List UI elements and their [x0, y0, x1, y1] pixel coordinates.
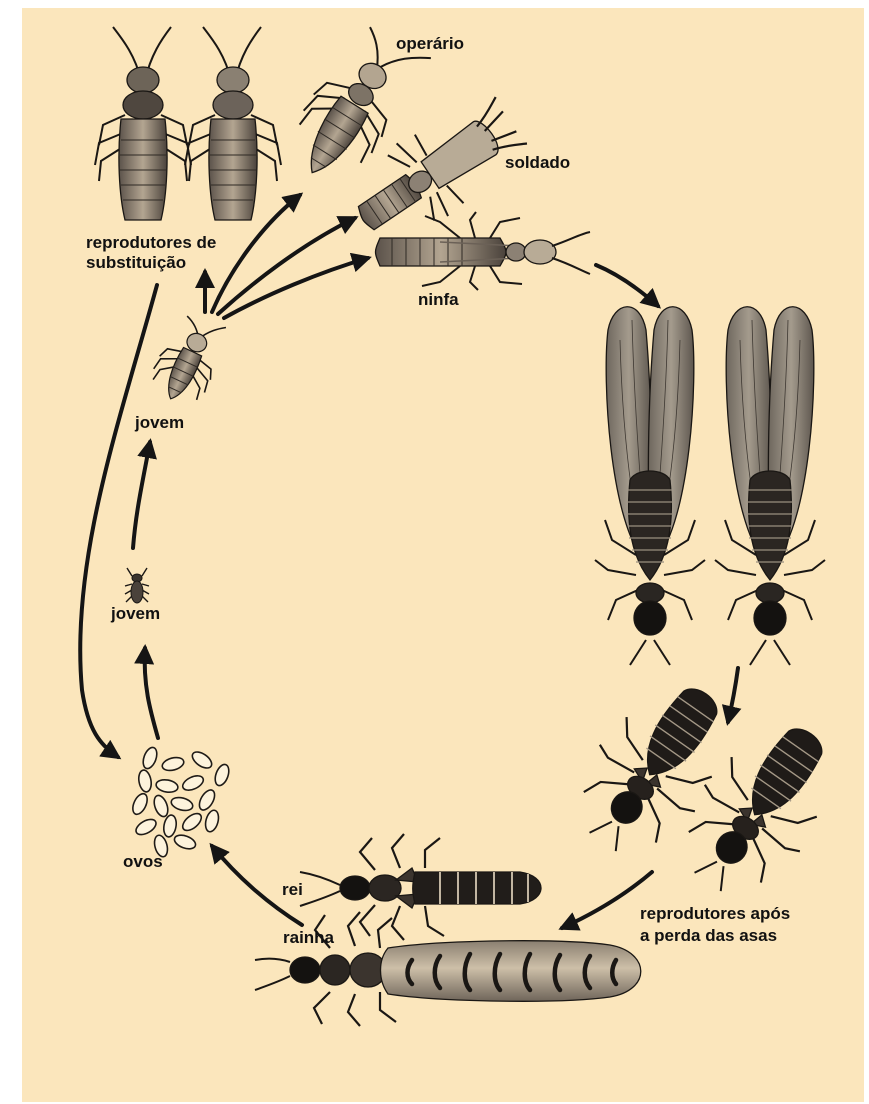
label-king: rei — [282, 880, 303, 900]
replacement-reproducers-illustration — [95, 27, 281, 220]
label-worker: operário — [396, 34, 464, 54]
label-young-lower: jovem — [111, 604, 160, 624]
arrow-nymph-to-alates — [596, 265, 658, 306]
king-illustration — [300, 834, 541, 940]
arrow-eggs-to-young — [145, 648, 158, 738]
nymph-illustration — [376, 212, 591, 290]
dealates-illustration — [555, 661, 859, 915]
winged-alates-illustration — [595, 307, 825, 665]
label-replacement-reproducers-line1: reprodutores de — [86, 233, 216, 253]
label-replacement-reproducers-line2: substituição — [86, 253, 186, 273]
label-young-upper: jovem — [135, 413, 184, 433]
label-queen: rainha — [283, 928, 334, 948]
label-dealates-line1: reprodutores após — [640, 904, 790, 924]
eggs-illustration — [130, 746, 231, 859]
young-lower-illustration — [125, 568, 149, 603]
arrow-alates-to-dealates — [728, 668, 738, 722]
young-upper-illustration — [145, 307, 233, 410]
arrow-dealates-to-royals — [562, 872, 652, 928]
label-eggs: ovos — [123, 852, 163, 872]
label-soldier: soldado — [505, 153, 570, 173]
label-nymph: ninfa — [418, 290, 459, 310]
label-dealates-line2: a perda das asas — [640, 926, 777, 946]
arrow-young-to-young — [133, 442, 150, 548]
